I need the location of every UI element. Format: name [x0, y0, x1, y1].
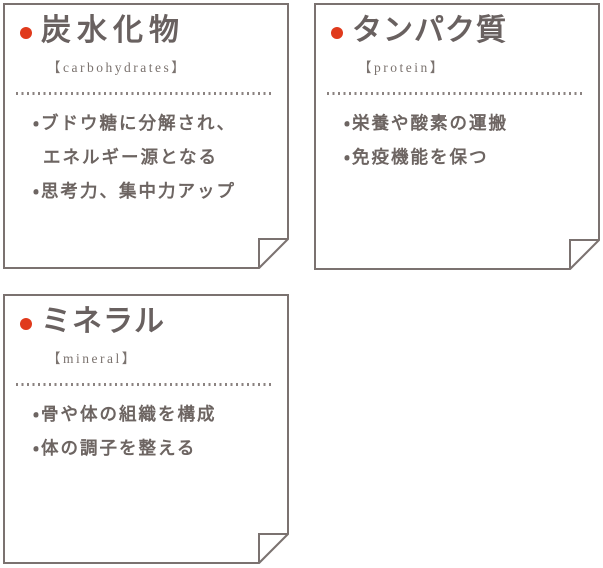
folded-corner-icon — [258, 533, 289, 564]
body-line: ・ブドウ糖に分解され、 — [33, 113, 237, 133]
bullet-dot-icon — [20, 318, 32, 330]
card-title: ミネラル — [41, 305, 165, 338]
card-subtitle: 【carbohydrates】 — [47, 60, 188, 75]
dotted-divider — [327, 92, 583, 95]
card-mineral: ミネラル 【mineral】 ・骨や体の組織を構成 ・体の調子を整える — [3, 294, 289, 564]
dotted-divider — [16, 383, 272, 386]
body-line: ・思考力、集中力アップ — [33, 181, 236, 201]
card-frame — [3, 294, 289, 564]
card-title: 炭水化物 — [41, 14, 185, 47]
card-frame — [314, 3, 600, 270]
card-subtitle: 【mineral】 — [47, 351, 138, 366]
body-line: ・体の調子を整える — [33, 438, 197, 458]
body-line: ・骨や体の組織を構成 — [33, 404, 217, 424]
body-line: ・栄養や酸素の運搬 — [344, 113, 508, 133]
card-carbohydrates: 炭水化物 【carbohydrates】 ・ブドウ糖に分解され、 エネルギー源と… — [3, 3, 289, 269]
body-line: エネルギー源となる — [43, 147, 218, 167]
body-line: ・免疫機能を保つ — [344, 147, 489, 167]
bullet-dot-icon — [20, 27, 32, 39]
folded-corner-icon — [258, 238, 289, 269]
dotted-divider — [16, 92, 272, 95]
card-frame — [3, 3, 289, 269]
card-body: ・骨や体の組織を構成 ・体の調子を整える — [33, 397, 279, 465]
card-title: タンパク質 — [352, 14, 507, 47]
bullet-dot-icon — [331, 27, 343, 39]
card-protein: タンパク質 【protein】 ・栄養や酸素の運搬 ・免疫機能を保つ — [314, 3, 600, 270]
card-body: ・栄養や酸素の運搬 ・免疫機能を保つ — [344, 106, 590, 174]
card-subtitle: 【protein】 — [358, 60, 446, 75]
folded-corner-icon — [569, 239, 600, 270]
card-body: ・ブドウ糖に分解され、 エネルギー源となる ・思考力、集中力アップ — [33, 106, 279, 208]
